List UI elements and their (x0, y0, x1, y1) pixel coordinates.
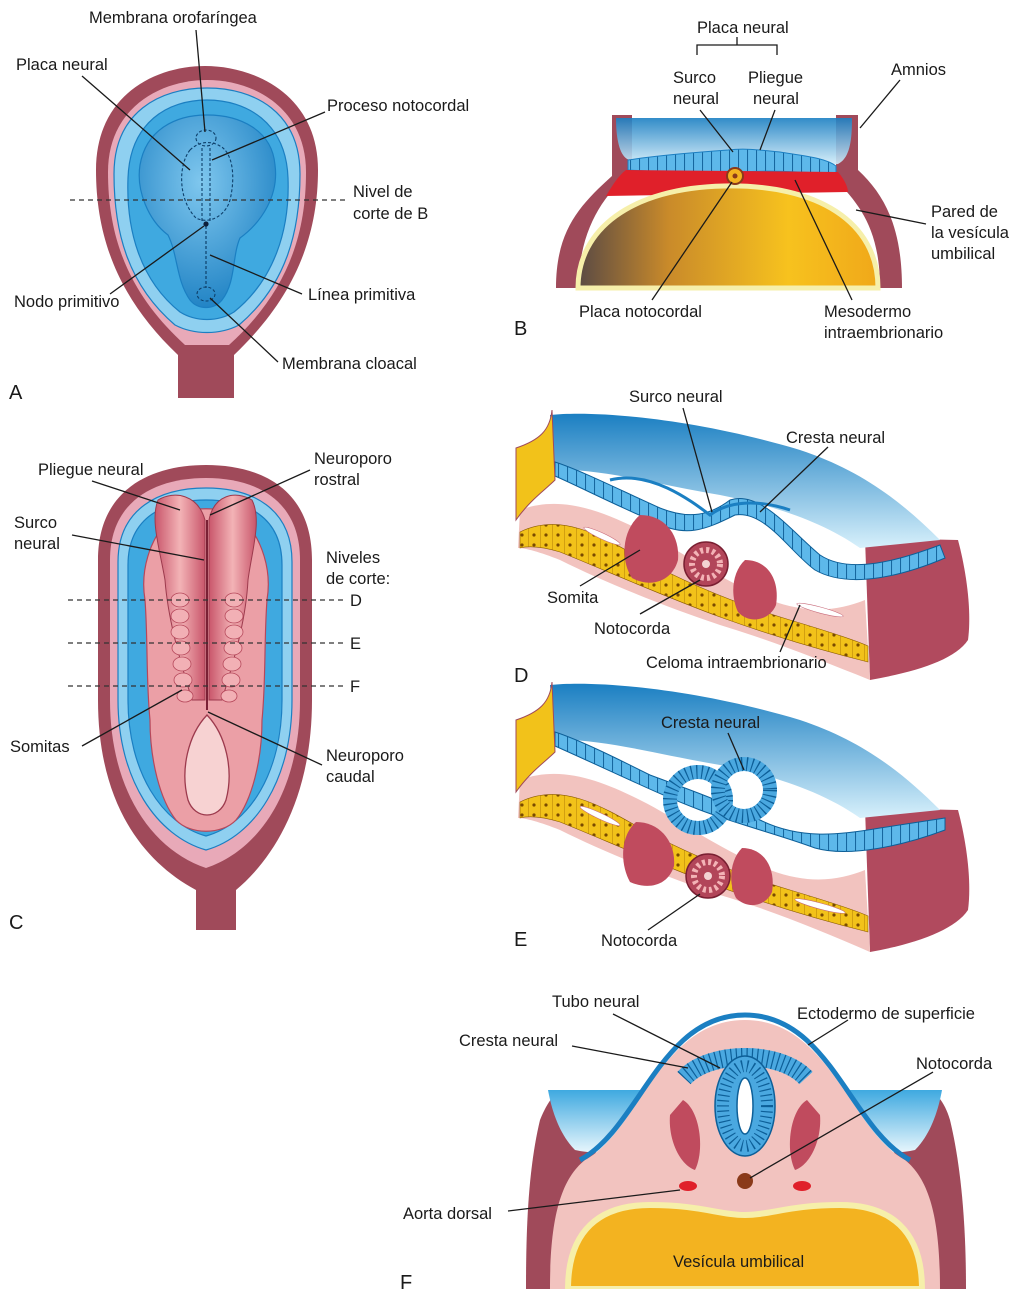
c-label-rostral-1: Neuroporo (314, 450, 392, 468)
f-yolk-sac (568, 1205, 922, 1289)
f-label-notocorda: Notocorda (916, 1055, 993, 1073)
c-label-surco-1: Surco (14, 514, 57, 532)
c-label-niveles-1: Niveles (326, 549, 380, 567)
b-bracket-placa (697, 37, 777, 55)
b-label-amnios: Amnios (891, 61, 946, 79)
d-panel-letter: D (514, 665, 528, 687)
c-label-caudal-2: caudal (326, 768, 375, 786)
b-label-surco-2: neural (673, 90, 719, 108)
b-label-pliegue-1: Pliegue (748, 69, 803, 87)
b-label-pared-2: la vesícula (931, 224, 1010, 242)
a-label-placa-neural: Placa neural (16, 56, 108, 74)
f-label-vesicula: Vesícula umbilical (673, 1253, 804, 1271)
d-label-surco-neural: Surco neural (629, 388, 723, 406)
f-aorta-right (793, 1181, 811, 1191)
f-notochord (737, 1173, 753, 1189)
a-label-nivel-2: corte de B (353, 205, 428, 223)
e-label-cresta-neural: Cresta neural (661, 714, 760, 732)
c-label-cut-e: E (350, 635, 361, 653)
panel-b: Placa neural Surco neural Pliegue neural… (514, 19, 1010, 342)
b-leader-amnios (860, 80, 900, 128)
f-neural-tube (715, 1056, 775, 1156)
a-label-proceso-notocordal: Proceso notocordal (327, 97, 469, 115)
c-panel-letter: C (9, 912, 23, 934)
c-label-somitas: Somitas (10, 738, 70, 756)
b-label-mesodermo-1: Mesodermo (824, 303, 911, 321)
d-label-somita: Somita (547, 589, 599, 607)
f-aorta-left (679, 1181, 697, 1191)
d-label-celoma: Celoma intraembrionario (646, 654, 827, 672)
a-label-linea-primitiva: Línea primitiva (308, 286, 416, 304)
b-label-pliegue-2: neural (753, 90, 799, 108)
panel-c: Pliegue neural Neuroporo rostral Surco n… (9, 450, 404, 934)
b-label-pared-1: Pared de (931, 203, 998, 221)
b-label-surco-1: Surco (673, 69, 716, 87)
b-notochordal-core (733, 174, 738, 179)
b-yolk-sac (578, 186, 878, 288)
d-somite-right (733, 560, 776, 619)
b-panel-letter: B (514, 318, 527, 340)
f-label-ectodermo: Ectodermo de superficie (797, 1005, 975, 1023)
f-label-tubo-neural: Tubo neural (552, 993, 639, 1011)
c-label-cut-f: F (350, 678, 360, 696)
c-label-cut-d: D (350, 592, 362, 610)
panel-a: Membrana orofaríngea Placa neural Proces… (9, 9, 469, 404)
b-label-pared-3: umbilical (931, 245, 995, 263)
e-panel-letter: E (514, 929, 527, 951)
c-label-niveles-2: de corte: (326, 570, 390, 588)
a-label-nodo-primitivo: Nodo primitivo (14, 293, 119, 311)
c-label-surco-2: neural (14, 535, 60, 553)
a-label-orofaringea: Membrana orofaríngea (89, 9, 258, 27)
panel-e: Cresta neural Notocorda E (514, 682, 969, 952)
e-leader-notocorda (648, 894, 700, 930)
d-left-cut-face (516, 410, 555, 520)
c-label-caudal-1: Neuroporo (326, 747, 404, 765)
d-label-notocorda: Notocorda (594, 620, 671, 638)
panel-d: Surco neural Cresta neural Somita Notoco… (514, 388, 969, 687)
f-label-aorta-dorsal: Aorta dorsal (403, 1205, 492, 1223)
c-label-rostral-2: rostral (314, 471, 360, 489)
c-label-pliegue-neural: Pliegue neural (38, 461, 144, 479)
d-notochord (684, 542, 728, 586)
d-label-cresta-neural: Cresta neural (786, 429, 885, 447)
a-panel-letter: A (9, 382, 23, 404)
e-somite-right (731, 848, 773, 905)
a-label-nivel-1: Nivel de (353, 183, 413, 201)
a-label-membrana-cloacal: Membrana cloacal (282, 355, 417, 373)
a-primitive-node (203, 221, 208, 226)
f-label-cresta-neural: Cresta neural (459, 1032, 558, 1050)
b-label-mesodermo-2: intraembrionario (824, 324, 943, 342)
b-label-placa-neural: Placa neural (697, 19, 789, 37)
e-notochord (686, 854, 730, 898)
e-label-notocorda: Notocorda (601, 932, 678, 950)
f-leader-ectodermo (808, 1020, 848, 1045)
panel-f: Tubo neural Ectodermo de superficie Cres… (400, 993, 993, 1289)
b-label-placa-notocordal: Placa notocordal (579, 303, 702, 321)
f-panel-letter: F (400, 1272, 412, 1289)
